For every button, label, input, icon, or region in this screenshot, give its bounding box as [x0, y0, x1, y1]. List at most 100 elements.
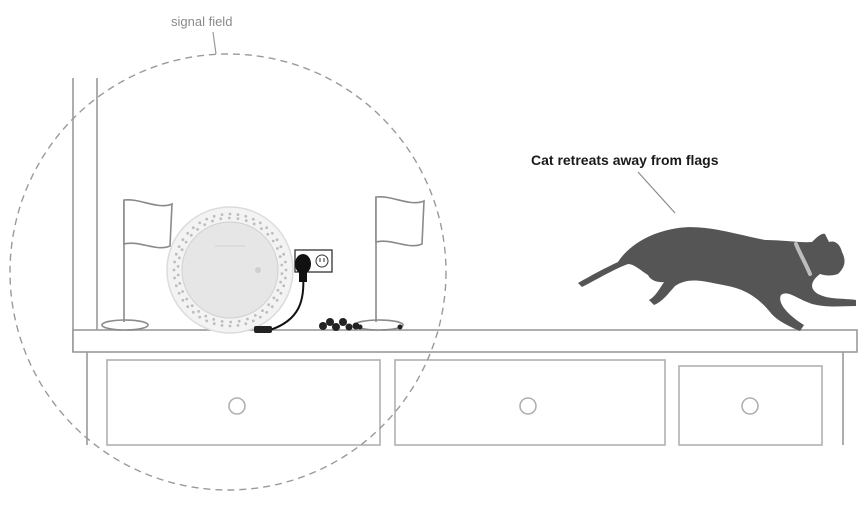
flag-base-dots — [357, 324, 403, 330]
vent-dot — [270, 231, 274, 235]
vent-dot — [197, 310, 201, 313]
vent-dot — [219, 217, 223, 221]
vent-dot — [186, 231, 190, 235]
vent-dot — [279, 280, 282, 284]
vent-dot — [212, 318, 216, 321]
vent-dot — [282, 284, 286, 288]
vent-dot — [258, 221, 262, 225]
vent-dot — [190, 304, 194, 308]
vent-dot — [236, 324, 240, 327]
vent-dot — [276, 288, 280, 292]
vent-dot — [278, 255, 282, 258]
vent-dot — [228, 324, 232, 328]
vent-dot — [185, 297, 189, 301]
wall — [72, 78, 98, 352]
vent-dot — [236, 217, 240, 221]
cat-icon — [578, 227, 856, 331]
vent-dot — [212, 214, 216, 218]
vent-dot — [181, 290, 185, 293]
vent-dot — [198, 221, 202, 225]
vent-dot — [284, 276, 287, 280]
vent-dot — [176, 273, 180, 277]
vent-dot — [205, 217, 209, 221]
vent-dot — [189, 233, 193, 237]
vent-dot — [265, 226, 269, 230]
vent-dot — [205, 319, 209, 323]
vent-dot — [280, 263, 284, 267]
vent-dot — [211, 219, 214, 223]
vent-dot — [251, 319, 255, 323]
vent-dot — [246, 317, 249, 321]
vent-dot — [191, 226, 195, 230]
vent-dot — [177, 291, 181, 295]
vent-dot — [275, 238, 279, 242]
vent-dot — [244, 214, 248, 218]
cat-behavior-label: Cat retreats away from flags — [531, 152, 719, 168]
vent-dot — [220, 324, 224, 327]
vent-dot — [265, 310, 269, 314]
vent-dot — [220, 320, 224, 323]
vent-dot — [284, 268, 288, 272]
vent-dot — [180, 248, 184, 252]
vent-dot — [236, 213, 240, 217]
vent-dot — [203, 223, 207, 227]
vent-dot — [261, 309, 264, 312]
vent-dot — [282, 252, 286, 256]
vent-dot — [279, 245, 283, 249]
vent-dot — [270, 305, 274, 309]
wall-outlet-icon — [294, 249, 333, 282]
cable-connector — [254, 326, 272, 333]
vent-dot — [181, 238, 185, 242]
vent-dot — [272, 296, 276, 300]
vent-dot — [253, 314, 257, 317]
vent-dot — [244, 219, 248, 223]
vent-dot — [252, 222, 256, 226]
drawer-knob-icon — [741, 397, 759, 415]
vent-dot — [178, 282, 182, 285]
vent-dot — [173, 260, 177, 264]
vent-dot — [181, 298, 185, 302]
vent-dot — [174, 284, 178, 288]
vent-dot — [212, 322, 216, 326]
flag-icon — [354, 196, 425, 331]
vent-dot — [258, 315, 262, 319]
cabinet-frame — [86, 352, 844, 445]
vent-dot — [280, 272, 284, 275]
vent-dot — [251, 217, 255, 221]
diffuser-device-icon — [166, 206, 294, 334]
vent-dot — [177, 245, 181, 249]
vent-dot — [229, 320, 233, 324]
countertop — [72, 329, 858, 353]
vent-dot — [174, 252, 178, 256]
vent-dot — [275, 298, 279, 302]
vent-dot — [196, 228, 199, 231]
vent-dot — [276, 247, 279, 250]
vent-dot — [279, 291, 283, 295]
drawer-knob-icon — [228, 397, 246, 415]
vent-dot — [220, 213, 224, 217]
signal-field-leader — [212, 31, 217, 55]
vent-dot — [267, 303, 271, 307]
vent-dot — [284, 260, 287, 264]
vent-dot — [260, 227, 263, 231]
flag-icon — [101, 199, 173, 331]
vent-dot — [271, 239, 275, 243]
vent-dot — [173, 276, 177, 280]
vent-dot — [191, 310, 195, 314]
drawer-knob-icon — [519, 397, 537, 415]
vent-dot — [244, 322, 248, 326]
vent-dot — [176, 265, 180, 268]
vent-dot — [184, 240, 188, 244]
vent-dot — [172, 268, 176, 272]
vent-dot — [204, 314, 208, 318]
vent-dot — [228, 212, 232, 216]
vent-dot — [186, 305, 190, 309]
cat-label-leader — [637, 171, 676, 214]
vent-dot — [266, 232, 270, 236]
vent-dot — [237, 319, 241, 323]
vent-dot — [198, 315, 202, 319]
vent-dot — [178, 256, 181, 260]
vent-dot — [227, 216, 231, 220]
signal-field-label: signal field — [171, 14, 232, 29]
